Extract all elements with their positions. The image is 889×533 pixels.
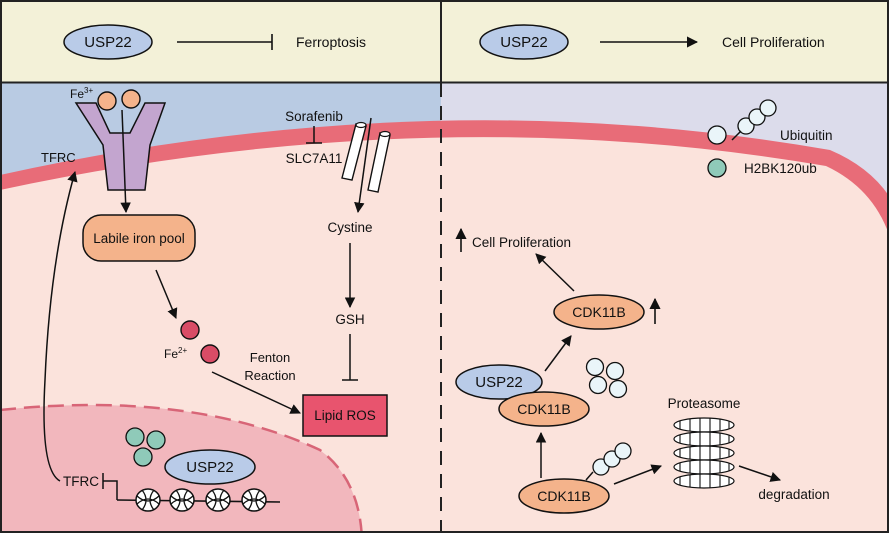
h2bk120ub-1 (125, 427, 145, 447)
fe2-ion-1 (180, 320, 200, 340)
transferrin-ion (121, 89, 141, 109)
cdk11b-oval-complex (498, 391, 590, 427)
h2bk120ub-legend-circle (707, 158, 727, 178)
slc7a11-label: SLC7A11 (286, 151, 343, 166)
usp22-oval-header-right (479, 24, 569, 60)
tfrc-receptor (74, 102, 167, 191)
fe3-ion (97, 91, 117, 111)
labile-iron-pool-label: Labile iron pool (93, 231, 185, 246)
fe3-label: Fe3+ (70, 86, 93, 101)
usp22-label-nucleus: USP22 (186, 459, 234, 476)
lipid-ros-label: Lipid ROS (314, 408, 376, 423)
usp22-label-header-right: USP22 (500, 34, 548, 51)
cdk11b-oval-bottom (518, 478, 610, 514)
usp22-label-complex: USP22 (475, 374, 523, 391)
cdk11b-oval-top (553, 294, 645, 330)
h2bk120ub-3 (133, 447, 153, 467)
proteasome-icon (673, 417, 735, 489)
sorafenib-label: Sorafenib (285, 109, 343, 124)
lipid-ros-box (302, 394, 388, 437)
fenton-label-line2: Reaction (244, 368, 295, 383)
proteasome-label: Proteasome (668, 396, 741, 411)
usp22-oval-header-left (63, 24, 153, 60)
usp22-oval-nucleus (164, 449, 256, 485)
cdk11b-label-complex: CDK11B (517, 401, 570, 417)
fe2-ion-2 (200, 344, 220, 364)
labile-iron-pool-box (82, 214, 196, 262)
gsh-label: GSH (335, 312, 364, 327)
ferroptosis-label: Ferroptosis (296, 34, 366, 50)
released-ubiquitins (585, 357, 628, 399)
ubiquitin-legend-label: Ubiquitin (780, 128, 833, 143)
ubiquitin-chain-legend (731, 99, 777, 141)
h2bk120ub-2 (146, 430, 166, 450)
h2bk120ub-legend-label: H2BK120ub (744, 161, 817, 176)
cystine-label: Cystine (327, 220, 372, 235)
ubiquitin-legend-single (707, 125, 727, 145)
usp22-oval-complex (455, 364, 543, 400)
cdk11b-label-bottom: CDK11B (537, 488, 590, 504)
degradation-label: degradation (758, 487, 829, 502)
fenton-label-line1: Fenton (250, 350, 290, 365)
tfrc-gene-label: TFRC (63, 474, 99, 489)
cell-proliferation-label: Cell Proliferation (472, 235, 571, 250)
tfrc-membrane-label: TFRC (41, 150, 76, 165)
cell-proliferation-header-label: Cell Proliferation (722, 34, 825, 50)
cdk11b-label-top: CDK11B (572, 304, 625, 320)
ubiquitin-chain-cdk11b (585, 442, 632, 481)
slc7a11-transporter (341, 121, 391, 193)
fe2-label: Fe2+ (164, 346, 187, 361)
usp22-label-header-left: USP22 (84, 34, 132, 51)
